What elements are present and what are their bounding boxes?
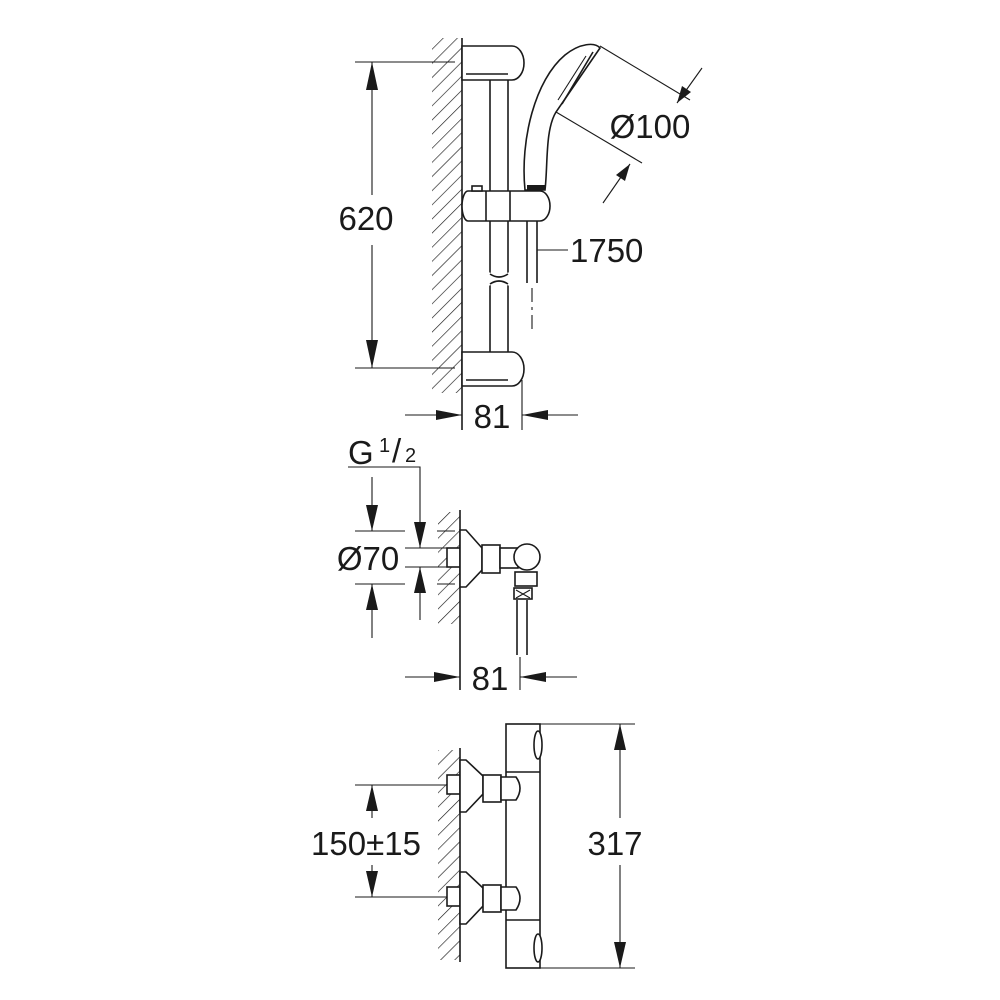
bottom-wall-bracket [461, 351, 525, 387]
hand-shower [523, 43, 602, 191]
connector-elbow [513, 543, 541, 571]
slider [461, 190, 551, 222]
shower-rail-view: 620 Ø100 1750 81 [338, 38, 703, 435]
wall-connector-view: G 1 / 2 Ø70 81 [337, 432, 577, 697]
flange [459, 529, 483, 588]
head-diameter-label: Ø100 [610, 108, 691, 145]
nut [481, 544, 501, 574]
wall-hatch [432, 38, 462, 393]
thread-numerator: 1 [379, 435, 390, 457]
lower-inlet [446, 871, 521, 925]
height-620-label: 620 [338, 200, 393, 237]
wall-hatch [438, 512, 460, 624]
thread-denominator: 2 [405, 445, 416, 467]
flange-diameter-label: Ø70 [337, 540, 399, 577]
thread-g-label: G [348, 434, 374, 471]
upper-inlet [446, 759, 521, 813]
top-wall-bracket [461, 45, 525, 81]
thermostat-view: 150±15 317 [311, 723, 643, 969]
hose-length-label: 1750 [570, 232, 643, 269]
rail-projection-label: 81 [474, 398, 511, 435]
thread-slash: / [392, 432, 402, 469]
body-height-label: 317 [587, 825, 642, 862]
wall-hatch [438, 750, 460, 960]
thermostat-body [505, 723, 541, 969]
connector-projection-label: 81 [472, 660, 509, 697]
inlet-spacing-label: 150±15 [311, 825, 421, 862]
